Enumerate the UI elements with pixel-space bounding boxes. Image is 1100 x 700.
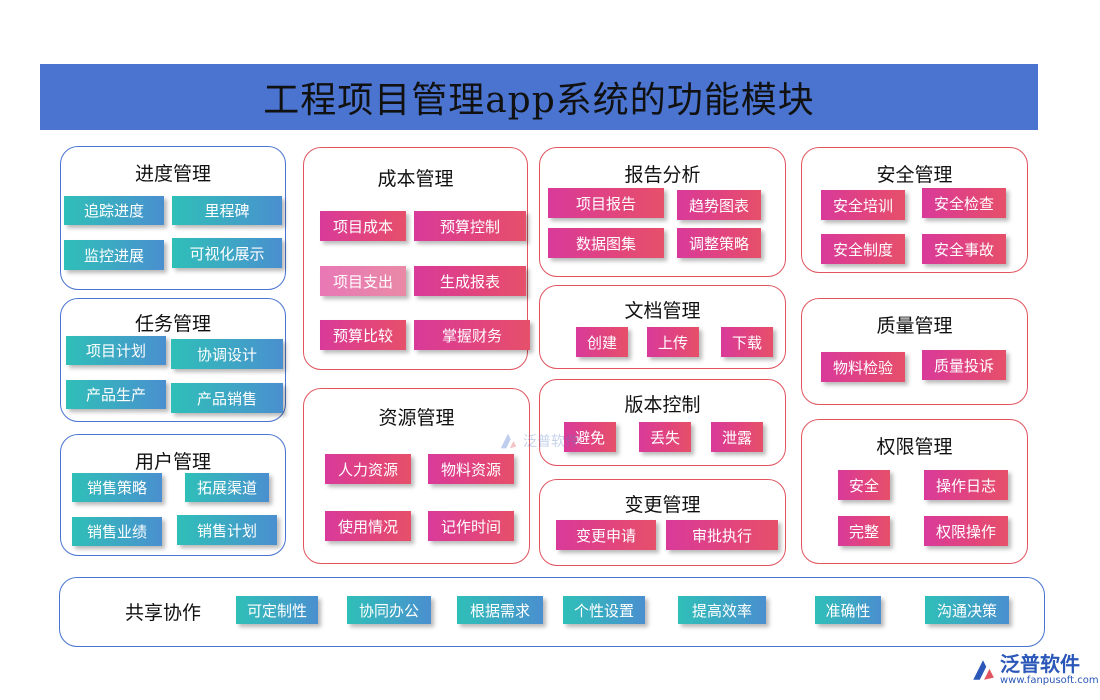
share-item[interactable]: 提高效率 — [678, 596, 766, 624]
module-item[interactable]: 调整策略 — [677, 228, 761, 258]
module-item[interactable]: 追踪进度 — [64, 196, 164, 225]
module-title: 权限管理 — [876, 436, 953, 458]
module-title: 进度管理 — [134, 163, 211, 185]
module-resource: 资源管理 人力资源 物料资源 使用情况 记作时间 — [303, 388, 530, 564]
module-progress: 进度管理 追踪进度 里程碑 监控进展 可视化展示 — [60, 146, 286, 290]
module-safety: 安全管理 安全培训 安全检查 安全制度 安全事故 — [801, 147, 1028, 273]
module-item[interactable]: 泄露 — [711, 422, 763, 452]
module-item[interactable]: 里程碑 — [172, 196, 282, 225]
module-title: 版本控制 — [624, 394, 701, 416]
module-title: 变更管理 — [624, 494, 701, 516]
title-bar: 工程项目管理app系统的功能模块 — [40, 64, 1038, 130]
share-item[interactable]: 根据需求 — [457, 596, 543, 624]
module-item[interactable]: 使用情况 — [325, 511, 411, 541]
share-item[interactable]: 可定制性 — [236, 596, 318, 624]
module-item[interactable]: 项目计划 — [66, 336, 166, 365]
module-item[interactable]: 项目支出 — [320, 266, 406, 296]
module-item[interactable]: 完整 — [838, 516, 890, 546]
module-item[interactable]: 操作日志 — [924, 470, 1008, 500]
page-title: 工程项目管理app系统的功能模块 — [263, 80, 815, 121]
module-item[interactable]: 销售业绩 — [72, 517, 162, 546]
module-item[interactable]: 销售计划 — [177, 515, 277, 545]
brand-name: 泛普软件 — [1000, 652, 1080, 676]
module-report: 报告分析 项目报告 趋势图表 数据图集 调整策略 — [539, 147, 786, 277]
module-title: 质量管理 — [876, 315, 953, 337]
brand-url: www.fanpusoft.com — [1000, 675, 1099, 686]
share-item[interactable]: 沟通决策 — [925, 596, 1009, 624]
module-item[interactable]: 安全制度 — [821, 234, 905, 264]
module-item[interactable]: 安全培训 — [821, 190, 905, 220]
watermark: 泛普软件 — [497, 430, 579, 452]
module-item[interactable]: 权限操作 — [924, 516, 1008, 546]
module-item[interactable]: 上传 — [647, 327, 699, 357]
module-item[interactable]: 审批执行 — [666, 520, 778, 550]
module-item[interactable]: 物料检验 — [821, 352, 905, 382]
module-quality: 质量管理 物料检验 质量投诉 — [801, 298, 1028, 405]
module-title: 共享协作 — [125, 602, 202, 624]
module-item[interactable]: 掌握财务 — [414, 320, 530, 350]
module-item[interactable]: 安全事故 — [922, 234, 1006, 264]
module-version: 版本控制 避免 丢失 泄露 — [539, 379, 786, 466]
module-item[interactable]: 可视化展示 — [172, 238, 282, 268]
module-cost: 成本管理 项目成本 预算控制 项目支出 生成报表 预算比较 掌握财务 — [303, 147, 530, 370]
module-change: 变更管理 变更申请 审批执行 — [539, 479, 786, 566]
module-title: 成本管理 — [377, 168, 454, 190]
module-item[interactable]: 项目成本 — [320, 211, 406, 241]
module-item[interactable]: 数据图集 — [548, 228, 664, 258]
module-item[interactable]: 避免 — [564, 422, 616, 452]
module-item[interactable]: 安全 — [838, 470, 890, 500]
module-title: 文档管理 — [624, 300, 701, 322]
module-item[interactable]: 监控进展 — [64, 240, 164, 270]
module-item[interactable]: 安全检查 — [922, 188, 1006, 218]
module-title: 任务管理 — [134, 313, 211, 335]
fanpu-logo-icon — [973, 660, 994, 680]
module-document: 文档管理 创建 上传 下载 — [539, 285, 786, 369]
module-task: 任务管理 项目计划 协调设计 产品生产 产品销售 — [60, 298, 286, 422]
module-item[interactable]: 拓展渠道 — [185, 473, 269, 502]
fanpu-logo-icon — [500, 433, 517, 449]
module-item[interactable]: 预算比较 — [320, 320, 406, 350]
module-item[interactable]: 记作时间 — [428, 511, 514, 541]
module-item[interactable]: 销售策略 — [72, 473, 162, 502]
module-item[interactable]: 下载 — [721, 327, 773, 357]
module-item[interactable]: 变更申请 — [556, 520, 656, 550]
module-item[interactable]: 协调设计 — [171, 339, 283, 369]
module-permission: 权限管理 安全 操作日志 完整 权限操作 — [801, 419, 1028, 564]
module-title: 资源管理 — [378, 407, 455, 429]
module-item[interactable]: 创建 — [576, 327, 628, 357]
module-item[interactable]: 生成报表 — [414, 266, 526, 296]
module-item[interactable]: 人力资源 — [325, 454, 411, 484]
module-item[interactable]: 预算控制 — [414, 211, 526, 241]
module-item[interactable]: 物料资源 — [428, 454, 514, 484]
module-item[interactable]: 质量投诉 — [922, 350, 1006, 380]
module-title: 用户管理 — [134, 451, 211, 473]
module-item[interactable]: 产品销售 — [171, 383, 283, 413]
share-item[interactable]: 准确性 — [815, 596, 881, 624]
watermark-text: 泛普软件 — [523, 434, 579, 450]
share-item[interactable]: 协同办公 — [347, 596, 431, 624]
brand-logo: 泛普软件 www.fanpusoft.com — [970, 654, 1099, 686]
module-item[interactable]: 丢失 — [639, 422, 691, 452]
module-item[interactable]: 趋势图表 — [677, 190, 761, 220]
share-item[interactable]: 个性设置 — [563, 596, 645, 624]
module-title: 安全管理 — [876, 164, 953, 186]
module-share — [59, 577, 1045, 647]
module-item[interactable]: 产品生产 — [66, 380, 166, 409]
module-user: 用户管理 销售策略 拓展渠道 销售业绩 销售计划 — [60, 434, 286, 556]
module-title: 报告分析 — [624, 164, 701, 186]
module-item[interactable]: 项目报告 — [548, 188, 664, 218]
